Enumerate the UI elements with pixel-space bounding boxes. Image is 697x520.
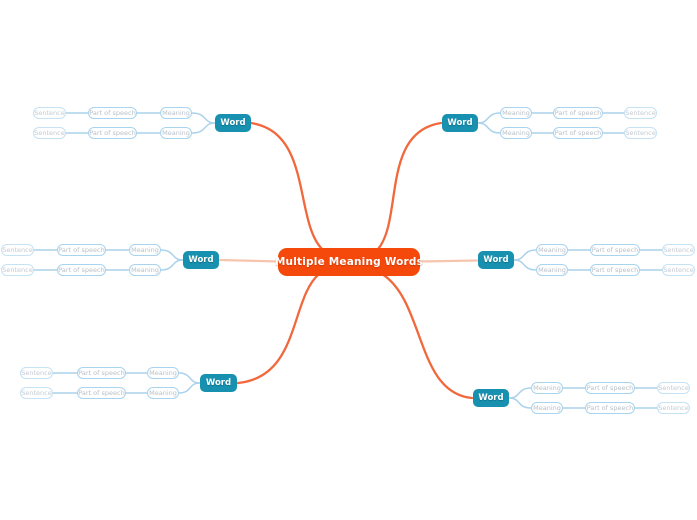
meaning-node[interactable]: Meaning bbox=[129, 244, 161, 256]
part-of-speech-node[interactable]: Part of speech bbox=[590, 264, 640, 276]
meaning-node[interactable]: Meaning bbox=[500, 127, 532, 139]
sentence-node[interactable]: Sentence bbox=[624, 107, 657, 119]
part-of-speech-node[interactable]: Part of speech bbox=[553, 127, 603, 139]
part-of-speech-node[interactable]: Part of speech bbox=[57, 264, 106, 276]
part-of-speech-node[interactable]: Part of speech bbox=[88, 107, 137, 119]
central-topic[interactable]: Multiple Meaning Words bbox=[275, 248, 423, 276]
branch-curve-bottom-right bbox=[380, 272, 474, 400]
meaning-node[interactable]: Meaning bbox=[160, 107, 192, 119]
sentence-node[interactable]: Sentence bbox=[1, 264, 34, 276]
branch-curve-top-left bbox=[249, 121, 324, 251]
sentence-node[interactable]: Sentence bbox=[662, 244, 695, 256]
sublinks-top-left bbox=[65, 112, 216, 134]
part-of-speech-node[interactable]: Part of speech bbox=[553, 107, 603, 119]
sentence-node[interactable]: Sentence bbox=[33, 107, 66, 119]
sentence-node[interactable]: Sentence bbox=[20, 387, 53, 399]
part-of-speech-node[interactable]: Part of speech bbox=[585, 382, 635, 394]
sublinks-middle-left bbox=[33, 249, 184, 271]
sentence-node[interactable]: Sentence bbox=[657, 402, 690, 414]
word-node[interactable]: Word bbox=[473, 389, 509, 407]
meaning-node[interactable]: Meaning bbox=[536, 244, 568, 256]
meaning-node[interactable]: Meaning bbox=[536, 264, 568, 276]
meaning-node[interactable]: Meaning bbox=[500, 107, 532, 119]
sentence-node[interactable]: Sentence bbox=[624, 127, 657, 139]
word-node[interactable]: Word bbox=[442, 114, 478, 132]
sublinks-top-right bbox=[477, 112, 625, 134]
part-of-speech-node[interactable]: Part of speech bbox=[57, 244, 106, 256]
sublinks-bottom-left bbox=[52, 372, 201, 394]
word-node[interactable]: Word bbox=[478, 251, 514, 269]
part-of-speech-node[interactable]: Part of speech bbox=[590, 244, 640, 256]
meaning-node[interactable]: Meaning bbox=[160, 127, 192, 139]
sublinks-middle-right bbox=[513, 249, 663, 271]
meaning-node[interactable]: Meaning bbox=[129, 264, 161, 276]
sentence-node[interactable]: Sentence bbox=[657, 382, 690, 394]
word-node[interactable]: Word bbox=[215, 114, 251, 132]
meaning-node[interactable]: Meaning bbox=[531, 382, 563, 394]
sentence-node[interactable]: Sentence bbox=[1, 244, 34, 256]
branch-line-middle-right bbox=[418, 259, 479, 263]
part-of-speech-node[interactable]: Part of speech bbox=[88, 127, 137, 139]
part-of-speech-node[interactable]: Part of speech bbox=[77, 367, 126, 379]
sentence-node[interactable]: Sentence bbox=[662, 264, 695, 276]
branch-line-middle-left bbox=[218, 258, 281, 263]
branch-curve-bottom-left bbox=[236, 272, 321, 385]
meaning-node[interactable]: Meaning bbox=[531, 402, 563, 414]
meaning-node[interactable]: Meaning bbox=[147, 387, 179, 399]
word-node[interactable]: Word bbox=[200, 374, 237, 392]
word-node[interactable]: Word bbox=[183, 251, 219, 269]
sentence-node[interactable]: Sentence bbox=[20, 367, 53, 379]
sentence-node[interactable]: Sentence bbox=[33, 127, 66, 139]
part-of-speech-node[interactable]: Part of speech bbox=[77, 387, 126, 399]
branch-curve-top-right bbox=[376, 121, 443, 251]
sublinks-bottom-right bbox=[508, 387, 658, 409]
meaning-node[interactable]: Meaning bbox=[147, 367, 179, 379]
part-of-speech-node[interactable]: Part of speech bbox=[585, 402, 635, 414]
branch-curves bbox=[218, 121, 479, 400]
